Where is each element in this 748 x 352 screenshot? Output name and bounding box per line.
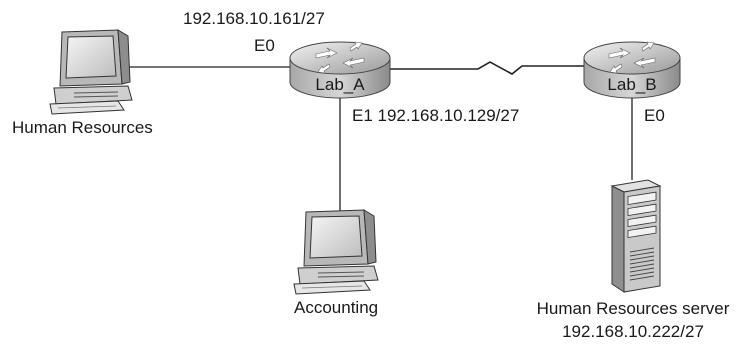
- serial-link-lab-a-lab-b: [390, 61, 590, 75]
- pc-human-resources-label: Human Resources: [12, 118, 153, 137]
- lab-b-e0-label: E0: [644, 106, 665, 125]
- pc-accounting-label: Accounting: [294, 298, 379, 317]
- router-lab-b-icon[interactable]: [583, 41, 681, 99]
- lab-a-e1-label: E1 192.168.10.129/27: [352, 106, 520, 125]
- server-human-resources-icon[interactable]: [610, 179, 662, 293]
- pc-accounting-icon[interactable]: [293, 209, 379, 295]
- router-lab-b-name: Lab_B: [607, 75, 657, 94]
- pc-human-resources-icon[interactable]: [49, 29, 133, 115]
- lab-a-e0-label: E0: [254, 36, 275, 55]
- router-lab-a-name: Lab_A: [315, 75, 365, 94]
- router-lab-a-icon[interactable]: [289, 41, 391, 99]
- lab-a-e0-ip-label: 192.168.10.161/27: [183, 9, 325, 28]
- server-human-resources-ip: 192.168.10.222/27: [562, 322, 704, 341]
- server-human-resources-label: Human Resources server: [536, 299, 730, 318]
